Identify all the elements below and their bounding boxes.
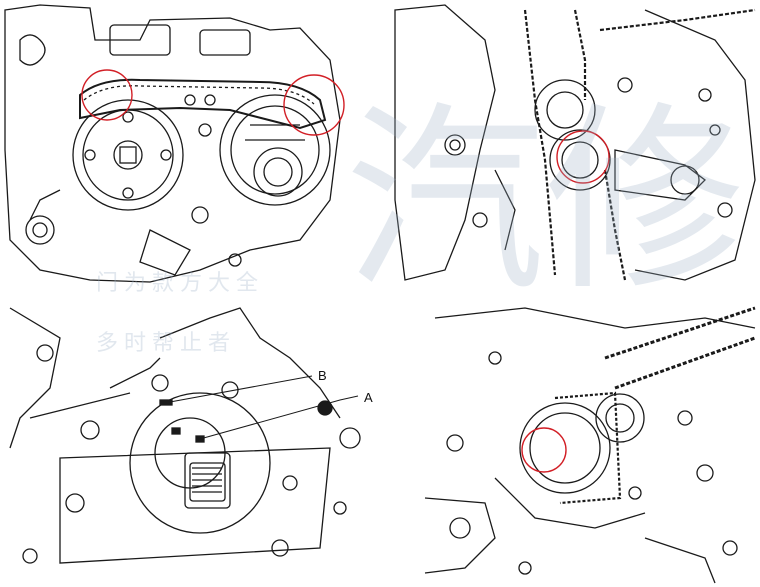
panel-crank-sprocket-installed (405, 298, 760, 587)
callout-label-a: A (364, 390, 373, 405)
highlight-circle-crank-mark (556, 130, 610, 184)
panel-crank-marks: B A (0, 298, 380, 587)
crank-chain-drawing (394, 4, 756, 281)
crank-marks-drawing: B A (9, 307, 373, 564)
panel-crank-sprocket-chain (385, 0, 760, 290)
highlight-circle-right-cam (283, 74, 345, 136)
highlight-circle-left-cam (81, 69, 133, 121)
panel-cam-sprockets (0, 0, 345, 290)
crank-installed-drawing (424, 306, 756, 584)
callout-label-b: B (318, 368, 327, 383)
highlight-circle-installed-mark (521, 427, 567, 473)
cam-sprockets-drawing (4, 4, 345, 283)
